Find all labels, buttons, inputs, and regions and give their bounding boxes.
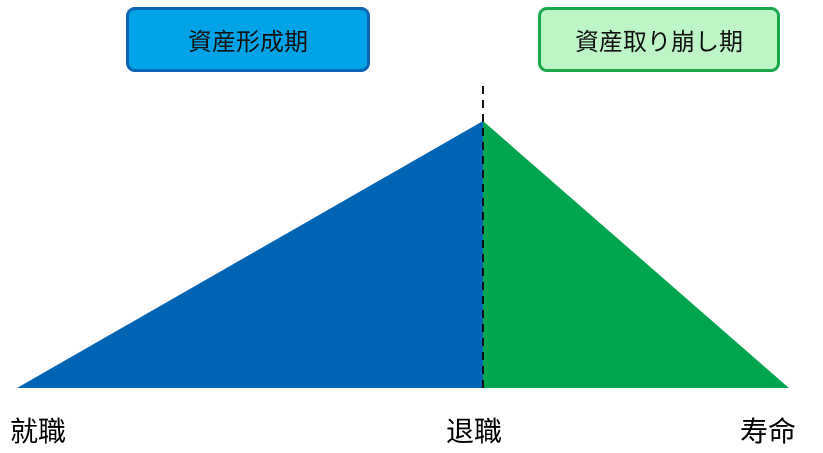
accumulation-phase-box: 資産形成期 [126, 7, 370, 72]
label-lifespan: 寿命 [740, 415, 797, 448]
drawdown-phase-label: 資産取り崩し期 [575, 28, 743, 56]
label-retirement: 退職 [446, 415, 503, 448]
drawdown-phase-box: 資産取り崩し期 [538, 7, 780, 72]
drawdown-triangle [483, 121, 789, 388]
accumulation-phase-label: 資産形成期 [188, 28, 308, 56]
accumulation-triangle [17, 121, 483, 388]
label-employment: 就職 [10, 415, 67, 448]
